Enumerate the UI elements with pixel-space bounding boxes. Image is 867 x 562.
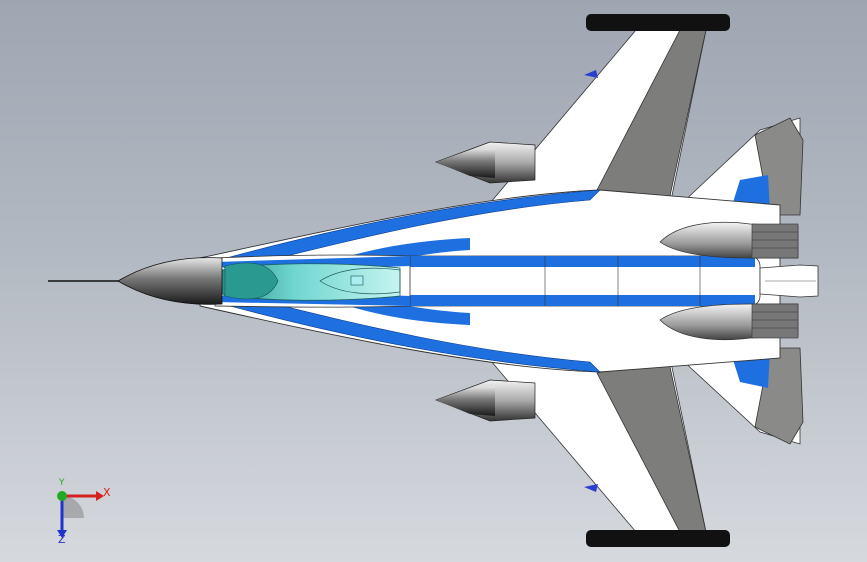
- lerx-stripe-bottom: [229, 297, 601, 373]
- wingtip-rail-right: [586, 530, 730, 547]
- engine-nacelle-left: [659, 221, 799, 259]
- y-axis-label: Y: [59, 478, 65, 488]
- nose-cone[interactable]: [117, 257, 223, 305]
- z-axis-label: Z: [58, 533, 66, 546]
- x-axis-label: X: [103, 486, 111, 499]
- drop-tank-left: [435, 141, 536, 184]
- tailplane-left[interactable]: [678, 117, 804, 216]
- cockpit-seat: [350, 275, 364, 286]
- wing-left[interactable]: [435, 14, 730, 216]
- y-axis-dot: [57, 491, 67, 501]
- drop-tank-right: [435, 379, 536, 422]
- coordinate-triad[interactable]: X Y Z: [40, 478, 120, 548]
- lerx-stripe-top: [229, 189, 601, 266]
- fuselage[interactable]: [199, 189, 819, 373]
- wing-right[interactable]: [435, 347, 730, 547]
- canopy[interactable]: [221, 262, 401, 301]
- wingtip-rail-left: [586, 14, 730, 31]
- engine-nacelle-right: [659, 303, 799, 341]
- triad-graphic: [57, 491, 104, 538]
